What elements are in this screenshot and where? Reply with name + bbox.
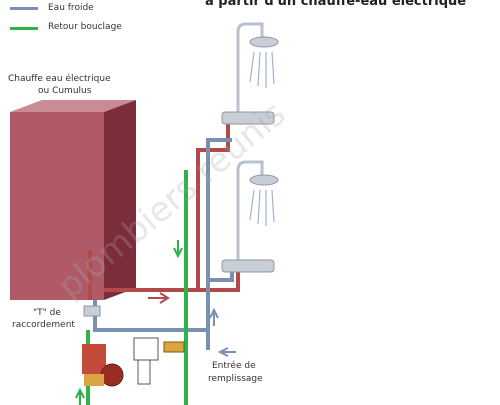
legend-swatch-return — [10, 27, 38, 30]
circulation-pump — [82, 344, 124, 387]
arrow-hot-right — [148, 292, 170, 304]
shower-lower-mixer — [221, 259, 275, 273]
legend-label-cold: Eau froide — [48, 3, 94, 13]
shower-lower-spray — [249, 189, 275, 226]
arrow-fill-left — [217, 347, 236, 357]
shower-upper-mixer — [221, 111, 275, 125]
diagram-title: à partir d'un chauffe-eau électrique — [205, 0, 467, 9]
heater-front-face — [10, 112, 104, 300]
water-heater — [10, 100, 136, 300]
cold-branch-lower — [208, 270, 234, 282]
legend-label-return: Retour bouclage — [48, 22, 122, 32]
legend-swatch-cold — [10, 7, 38, 10]
shower-upper-head — [249, 36, 279, 48]
heater-side-face — [104, 100, 136, 300]
hot-pipe-branch — [198, 270, 240, 292]
shower-upper-spray — [249, 51, 275, 88]
tee-label-line2: raccordement — [12, 320, 75, 330]
shower-upper-arm — [236, 22, 264, 120]
check-valve — [163, 341, 185, 353]
arrow-cold-up — [209, 307, 219, 326]
valve-stem — [137, 359, 151, 385]
shower-upper — [221, 22, 279, 125]
heater-label-line1: Chauffe eau électrique — [8, 74, 111, 84]
valve-body — [133, 337, 159, 361]
fill-label-line2: remplissage — [208, 374, 263, 384]
tee-label-line1: "T" de — [33, 308, 61, 318]
pump-body — [82, 344, 106, 374]
pump-motor — [100, 363, 124, 387]
fill-label-line1: Entrée de — [212, 361, 256, 371]
arrow-loop-down — [173, 240, 183, 259]
valve-assembly — [133, 337, 185, 385]
shower-lower-arm — [236, 160, 264, 268]
shower-lower — [221, 160, 279, 273]
arrow-loop-up — [75, 387, 85, 405]
pump-housing — [84, 374, 104, 386]
cold-heater-inlet — [93, 300, 208, 332]
heater-label-line2: ou Cumulus — [38, 86, 92, 96]
heater-top-face — [10, 100, 136, 112]
tee-fitting — [83, 305, 101, 317]
shower-lower-head — [249, 174, 279, 186]
